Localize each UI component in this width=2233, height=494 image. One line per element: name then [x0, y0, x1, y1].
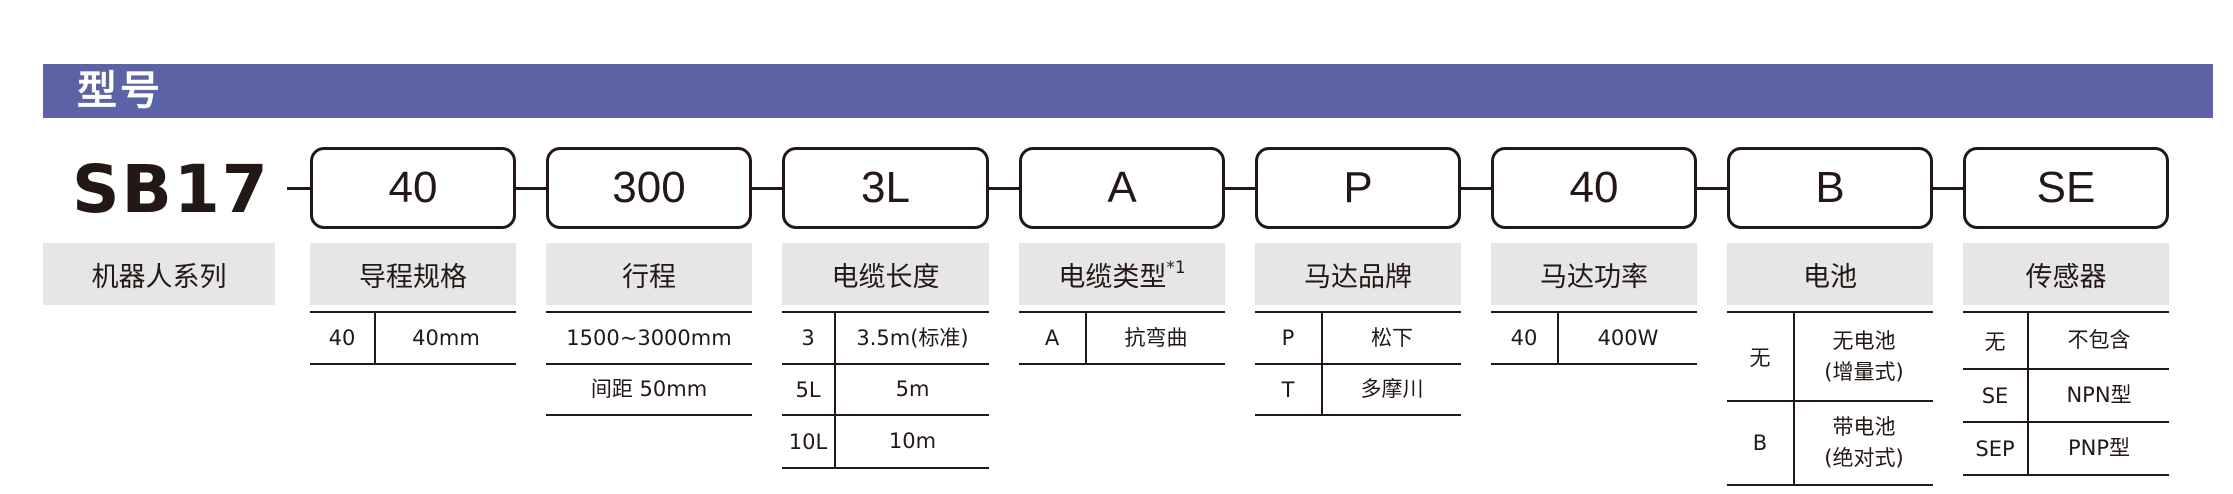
option-row: 无 不包含 — [1963, 311, 2169, 370]
connector-dash — [1225, 187, 1258, 190]
option-desc: 3.5m(标准) — [856, 325, 969, 350]
option-row: 10L 10m — [782, 416, 989, 469]
option-code: 无 — [1727, 313, 1795, 400]
option-code: 无 — [1963, 313, 2029, 368]
field-label-motor-brand: 马达品牌 — [1255, 243, 1461, 305]
option-code: 5L — [782, 365, 836, 414]
code-box-cable-length: 3L — [782, 147, 989, 229]
option-desc: 40mm — [412, 325, 480, 350]
connector-dash — [1461, 187, 1494, 190]
option-desc: 不包含 — [2067, 328, 2131, 352]
option-desc: NPN型 — [2066, 383, 2132, 407]
option-desc: 10m — [888, 429, 937, 453]
option-row: 1500~3000mm — [546, 311, 752, 365]
code-box-cable-type: A — [1019, 147, 1225, 229]
footnote-marker: *1 — [1166, 258, 1186, 278]
option-desc: 多摩川 — [1360, 377, 1424, 401]
option-row: B 带电池 (绝对式) — [1727, 402, 1933, 486]
section-title: 型号 — [77, 68, 163, 114]
option-desc: 无电池 (增量式) — [1795, 313, 1933, 400]
code-box-battery: B — [1727, 147, 1933, 229]
option-row: 40 40mm — [310, 311, 516, 365]
option-code: 10L — [782, 416, 836, 467]
option-row: 40 400W — [1491, 311, 1697, 365]
field-label-cable-length: 电缆长度 — [782, 243, 989, 305]
option-row: SEP PNP型 — [1963, 423, 2169, 476]
connector-dash — [516, 187, 549, 190]
field-label-text: 电缆类型 — [1058, 261, 1167, 293]
option-row: 间距 50mm — [546, 365, 752, 416]
field-label-motor-power: 马达功率 — [1491, 243, 1697, 305]
option-row: 5L 5m — [782, 365, 989, 416]
option-desc: 间距 50mm — [590, 377, 708, 401]
option-desc: PNP型 — [2067, 436, 2131, 460]
connector-dash — [1933, 187, 1966, 190]
option-code: B — [1727, 402, 1795, 484]
option-desc: 带电池 (绝对式) — [1795, 402, 1933, 484]
code-box-sensor: SE — [1963, 147, 2169, 229]
option-row: A 抗弯曲 — [1019, 311, 1225, 365]
option-code: 3 — [782, 313, 836, 363]
option-desc: 1500~3000mm — [566, 325, 732, 350]
option-code: SE — [1963, 370, 2029, 421]
option-code: T — [1255, 365, 1323, 414]
field-label-battery: 电池 — [1727, 243, 1933, 305]
field-label-sensor: 传感器 — [1963, 243, 2169, 305]
code-box-stroke: 300 — [546, 147, 752, 229]
section-header: 型号 — [43, 64, 2213, 118]
code-box-motor-brand: P — [1255, 147, 1461, 229]
option-code: A — [1019, 313, 1087, 363]
option-row: 3 3.5m(标准) — [782, 311, 989, 365]
option-desc-line: (绝对式) — [1824, 446, 1904, 470]
option-desc: 抗弯曲 — [1124, 325, 1188, 350]
option-desc: 5m — [895, 377, 930, 401]
connector-dash — [287, 187, 310, 190]
option-desc: 松下 — [1371, 325, 1413, 350]
option-desc: 400W — [1597, 325, 1659, 350]
connector-dash — [1697, 187, 1730, 190]
option-row: 无 无电池 (增量式) — [1727, 311, 1933, 402]
model-name: SB17 — [72, 151, 270, 228]
field-label-lead: 导程规格 — [310, 243, 516, 305]
connector-dash — [752, 187, 785, 190]
connector-dash — [989, 187, 1022, 190]
option-row: SE NPN型 — [1963, 370, 2169, 423]
option-desc-line: 无电池 — [1832, 328, 1896, 353]
code-box-motor-power: 40 — [1491, 147, 1697, 229]
option-code: 40 — [310, 313, 376, 363]
option-code: 40 — [1491, 313, 1559, 363]
option-code: SEP — [1963, 423, 2029, 474]
option-row: P 松下 — [1255, 311, 1461, 365]
field-label-stroke: 行程 — [546, 243, 752, 305]
option-desc-line: 带电池 — [1832, 415, 1896, 439]
field-label-cable-type: 电缆类型*1 — [1019, 243, 1225, 305]
code-box-lead: 40 — [310, 147, 516, 229]
option-code: P — [1255, 313, 1323, 363]
option-desc-line: (增量式) — [1824, 359, 1904, 384]
option-row: T 多摩川 — [1255, 365, 1461, 416]
series-label: 机器人系列 — [43, 243, 275, 305]
